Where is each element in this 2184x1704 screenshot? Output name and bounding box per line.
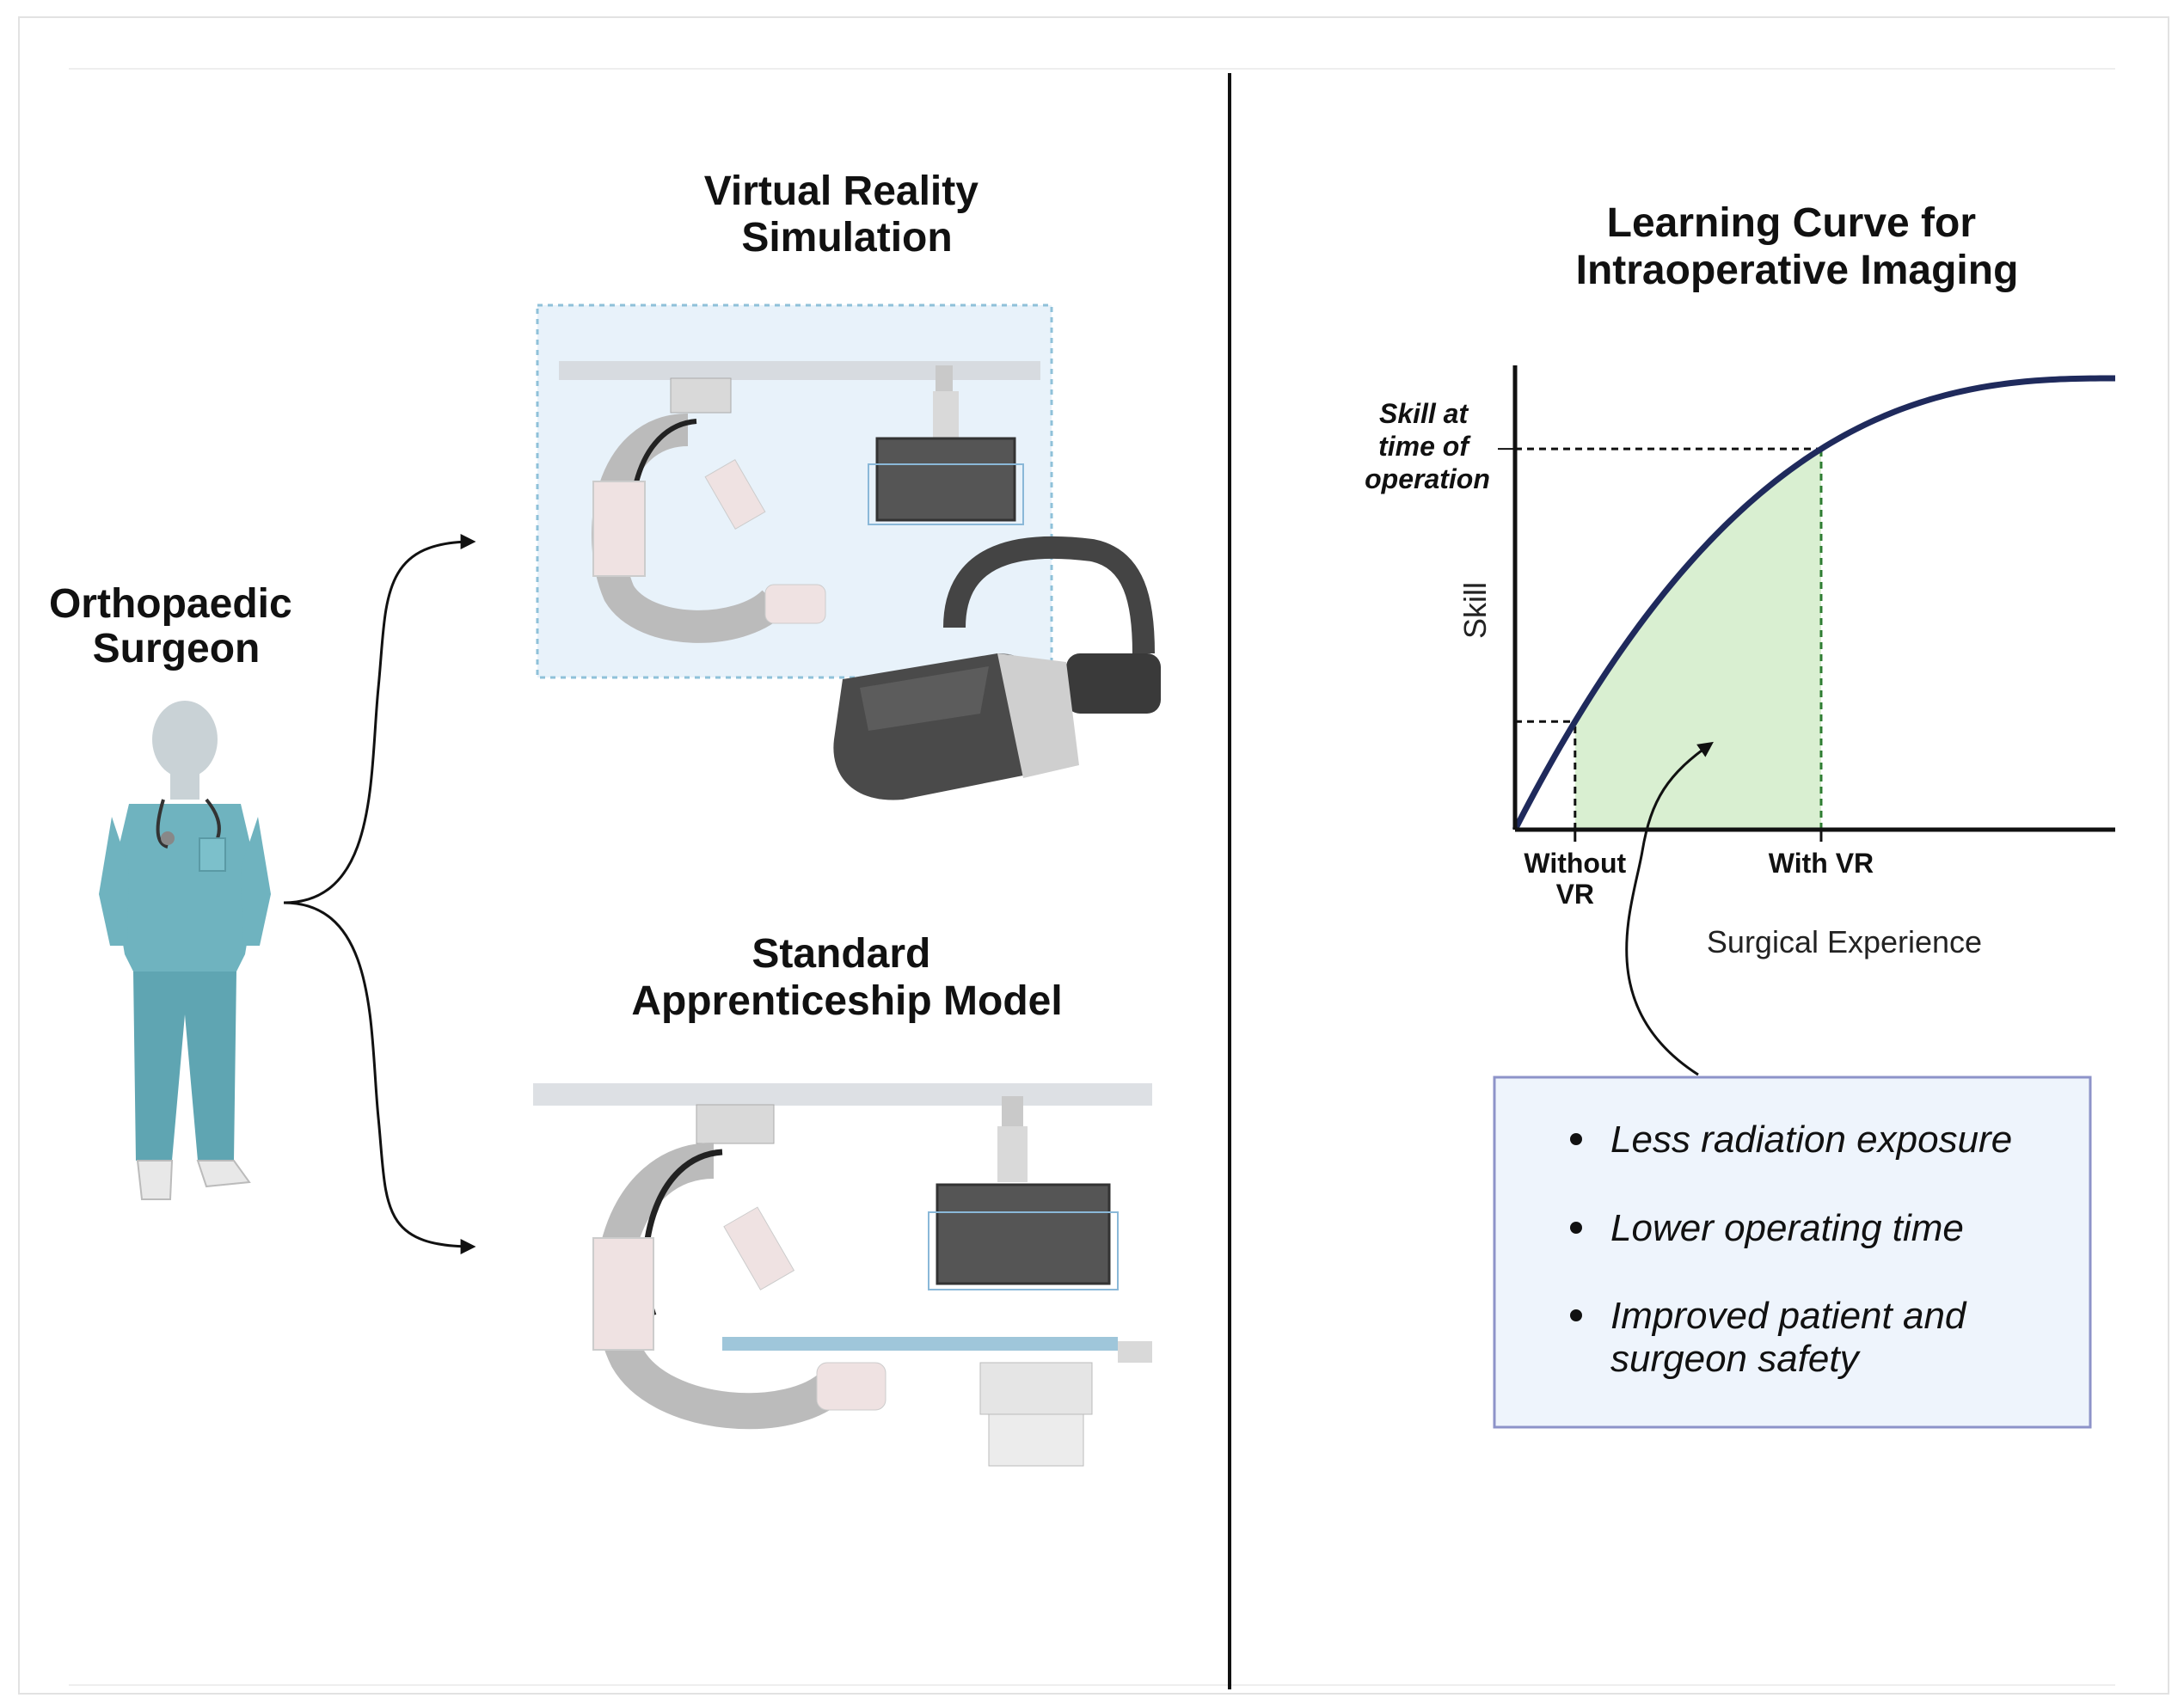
arrow-to-standard xyxy=(283,901,476,1254)
bullet-2 xyxy=(1570,1222,1582,1234)
chart-title: Learning Curve for Intraoperative Imagin… xyxy=(1576,200,2019,293)
operating-table-icon xyxy=(722,1337,1152,1467)
learning-curve-line xyxy=(1512,375,2116,831)
x-axis-label: Surgical Experience xyxy=(1707,924,1982,959)
skill-annotation-line-2: time of xyxy=(1378,431,1471,462)
benefit-item-3-line-1: Improved patient and xyxy=(1610,1295,1967,1337)
benefit-item-1: Less radiation exposure xyxy=(1610,1119,2012,1161)
tick-label-with-vr: With VR xyxy=(1769,848,1874,879)
vr-monitor-icon xyxy=(868,365,1024,525)
benefit-item-2-line-1: Lower operating time xyxy=(1610,1207,1964,1249)
chart-title-line-2: Intraoperative Imaging xyxy=(1576,248,2019,293)
surgeon-label-line-1: Orthopaedic xyxy=(49,581,292,627)
standard-monitor-icon xyxy=(928,1096,1119,1290)
standard-title-line-1: Standard xyxy=(752,931,930,977)
benefit-item-3: Improved patient and surgeon safety xyxy=(1610,1295,1977,1380)
vr-title-line-2: Simulation xyxy=(741,215,952,261)
surgeon-label-line-2: Surgeon xyxy=(93,626,261,671)
y-axis-label: Skill xyxy=(1457,582,1493,639)
vr-title-line-1: Virtual Reality xyxy=(704,169,979,214)
benefits-box xyxy=(1493,1076,2092,1429)
benefit-arrow xyxy=(1625,741,1714,1076)
vr-title: Virtual Reality Simulation xyxy=(704,169,991,261)
surgeon-label: Orthopaedic Surgeon xyxy=(49,581,304,671)
surgeon-figure-icon xyxy=(99,701,271,1200)
arrow-to-vr xyxy=(283,534,476,904)
skill-at-operation-annotation: Skill at time of operation xyxy=(1365,398,1490,494)
standard-c-arm-icon xyxy=(533,1083,1152,1430)
skill-annotation-line-1: Skill at xyxy=(1379,398,1469,429)
vr-c-arm-icon xyxy=(559,361,1040,643)
shaded-improvement-area xyxy=(1574,449,1821,830)
outer-frame xyxy=(18,16,2169,1695)
vr-headset-icon xyxy=(833,536,1161,800)
benefit-item-2: Lower operating time xyxy=(1610,1207,1964,1249)
standard-title-line-2: Apprenticeship Model xyxy=(631,978,1062,1024)
benefit-item-3-line-2: surgeon safety xyxy=(1610,1338,1862,1380)
standard-title: Standard Apprenticeship Model xyxy=(631,931,1062,1024)
benefit-item-1-line-1: Less radiation exposure xyxy=(1610,1119,2012,1161)
chart-title-line-1: Learning Curve for xyxy=(1607,200,1976,246)
bullet-1 xyxy=(1570,1133,1582,1145)
skill-annotation-line-3: operation xyxy=(1365,463,1490,494)
bullet-3 xyxy=(1570,1309,1582,1321)
